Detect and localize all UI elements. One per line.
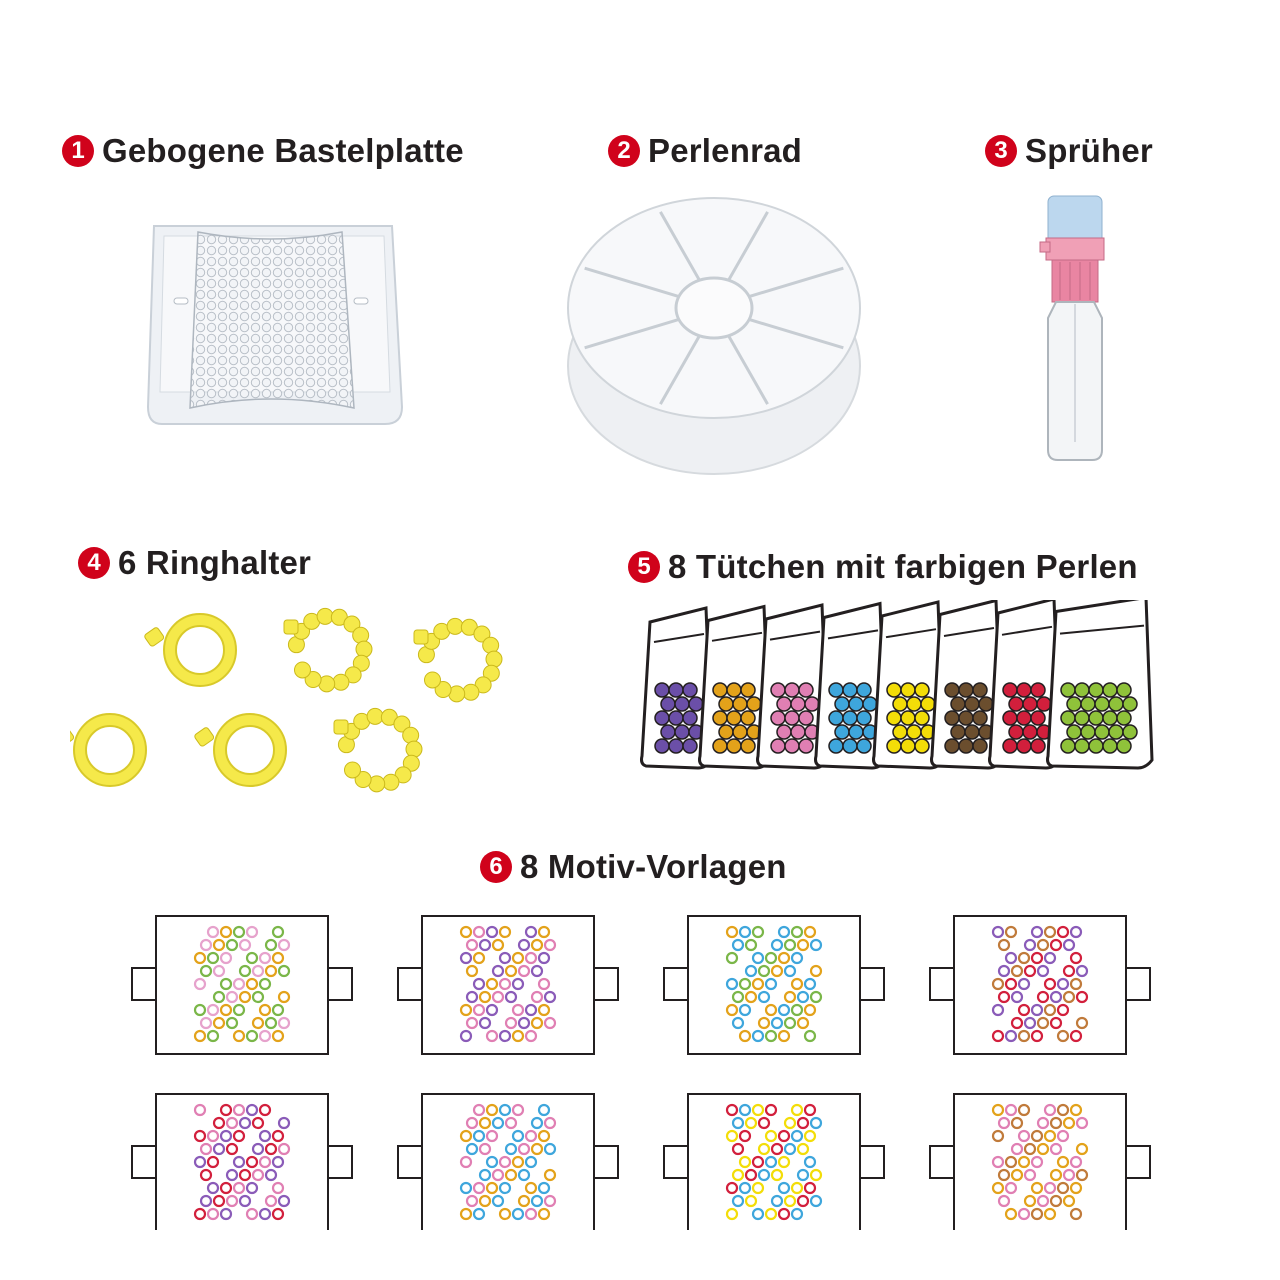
item-number-badge: 5 bbox=[628, 551, 660, 583]
wheel-divider bbox=[659, 211, 701, 282]
bead-bag bbox=[640, 606, 714, 770]
bead-bags-image bbox=[640, 600, 1154, 770]
item-label: 6 Ringhalter bbox=[118, 544, 312, 581]
motif-template-card bbox=[397, 915, 619, 1055]
wheel-divider bbox=[584, 266, 680, 298]
item-6-heading: 6 8 Motiv-Vorlagen bbox=[480, 848, 787, 886]
curved-craft-plate-image bbox=[146, 225, 404, 425]
sprayer-bottle-image bbox=[1039, 195, 1105, 461]
item-number-badge: 6 bbox=[480, 851, 512, 883]
item-label: 8 Tütchen mit farbigen Perlen bbox=[668, 548, 1138, 585]
item-2-heading: 2 Perlenrad bbox=[608, 132, 802, 170]
bead-bag bbox=[988, 600, 1062, 770]
item-label: 8 Motiv-Vorlagen bbox=[520, 848, 787, 885]
item-4-heading: 4 6 Ringhalter bbox=[78, 544, 311, 582]
item-number-badge: 4 bbox=[78, 547, 110, 579]
wheel-divider bbox=[748, 318, 844, 350]
bead-bag bbox=[930, 600, 1004, 770]
wheel-divider bbox=[748, 266, 844, 298]
ring-holder bbox=[413, 617, 503, 703]
motif-template-card bbox=[929, 1093, 1151, 1230]
motif-template-card bbox=[929, 915, 1151, 1055]
item-number-badge: 3 bbox=[985, 135, 1017, 167]
ring-holder bbox=[283, 607, 373, 693]
motif-template-card bbox=[131, 1093, 353, 1230]
motif-template-card bbox=[397, 1093, 619, 1230]
item-label: Perlenrad bbox=[648, 132, 803, 169]
wheel-divider bbox=[727, 211, 769, 282]
item-1-heading: 1 Gebogene Bastelplatte bbox=[62, 132, 464, 170]
bead-bag bbox=[1046, 600, 1154, 770]
motif-template-card bbox=[131, 915, 353, 1055]
item-label: Sprüher bbox=[1025, 132, 1153, 169]
item-number-badge: 2 bbox=[608, 135, 640, 167]
ring-holder bbox=[70, 713, 147, 787]
item-label: Gebogene Bastelplatte bbox=[102, 132, 464, 169]
ring-holder bbox=[194, 713, 287, 787]
bead-bag bbox=[698, 604, 772, 770]
bead-bag bbox=[814, 601, 888, 770]
item-5-heading: 5 8 Tütchen mit farbigen Perlen bbox=[628, 548, 1138, 586]
bead-bag bbox=[872, 600, 946, 770]
bead-wheel-image bbox=[567, 197, 861, 475]
item-3-heading: 3 Sprüher bbox=[985, 132, 1153, 170]
ring-holder bbox=[144, 613, 237, 687]
ring-holder bbox=[333, 707, 423, 793]
wheel-divider bbox=[659, 334, 701, 405]
ring-holders-image bbox=[70, 607, 503, 793]
motif-template-card bbox=[663, 915, 885, 1055]
motif-templates-image bbox=[131, 915, 1151, 1230]
motif-template-card bbox=[663, 1093, 885, 1230]
wheel-divider bbox=[584, 318, 680, 350]
item-number-badge: 1 bbox=[62, 135, 94, 167]
bead-bag bbox=[756, 603, 830, 770]
wheel-divider bbox=[727, 334, 769, 405]
